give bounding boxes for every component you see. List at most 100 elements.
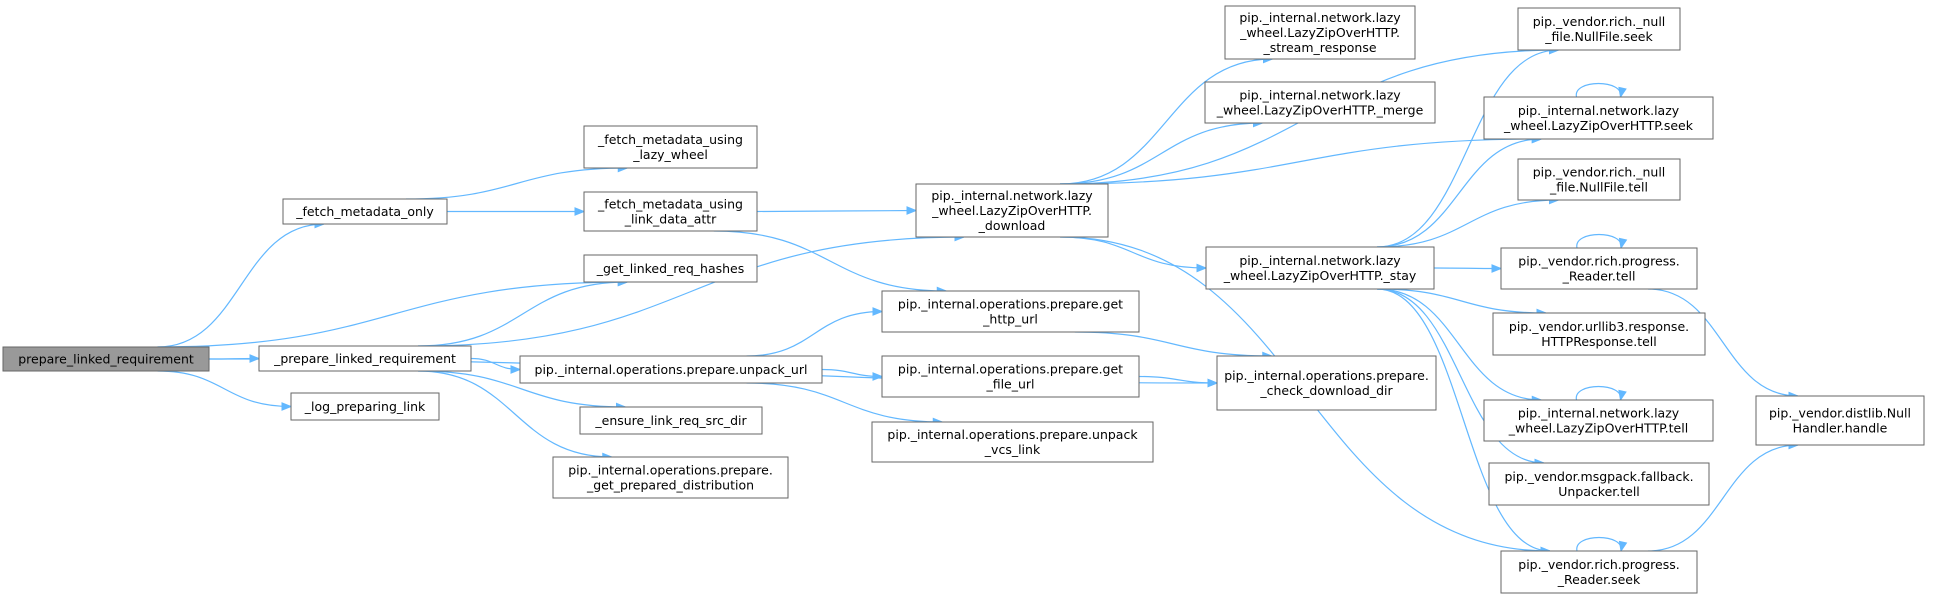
node-fetch-metadata-using-link-data-attr[interactable]: _fetch_metadata_using_link_data_attr [583,191,758,232]
edge-lazy-stay-to-progress-reader-tell [1433,264,1503,273]
node-box [1755,395,1925,446]
node-label: pip._internal.operations.prepare. [568,463,773,478]
node-get-prepared-distribution[interactable]: pip._internal.operations.prepare._get_pr… [552,456,789,499]
node-box [915,183,1109,238]
node-lazy-merge[interactable]: pip._internal.network.lazy_wheel.LazyZip… [1204,81,1436,124]
node-progress-reader-seek[interactable]: pip._vendor.rich.progress._Reader.seek [1500,550,1698,594]
node-fetch-metadata-only[interactable]: _fetch_metadata_only [282,198,448,225]
node-label: _stream_response [1262,40,1376,55]
node-box [282,198,448,225]
node-label: Unpacker.tell [1558,484,1640,499]
node-prepare-linked-requirement-private[interactable]: _prepare_linked_requirement [258,345,472,372]
node-label: _fetch_metadata_using [597,132,743,147]
node-progress-reader-tell[interactable]: pip._vendor.rich.progress._Reader.tell [1500,247,1698,290]
node-box [881,290,1140,333]
node-null-file-seek[interactable]: pip._vendor.rich._null_file.NullFile.see… [1517,7,1681,51]
node-box [1204,81,1436,124]
node-box [579,406,763,435]
node-null-file-tell[interactable]: pip._vendor.rich._null_file.NullFile.tel… [1517,158,1681,201]
node-prepare-get-http-url[interactable]: pip._internal.operations.prepare.get_htt… [881,290,1140,333]
edge-fetch-metadata-only-to-fetch-metadata-using-link-data-attr [447,207,586,216]
node-prepare-linked-requirement[interactable]: prepare_linked_requirement [2,346,210,372]
node-label: _wheel.LazyZipOverHTTP.tell [1508,421,1688,436]
node-box [1224,5,1416,60]
node-label: pip._vendor.urllib3.response. [1509,319,1689,334]
node-label: _vcs_link [984,442,1041,457]
edge-prepare-linked-requirement-private-to-prepare-unpack-url [470,357,522,374]
node-label: _fetch_metadata_only [295,204,434,219]
edge-prepare-get-http-url-to-check-download-dir [1074,331,1274,361]
edge-progress-reader-tell-to-progress-reader-tell [1576,233,1628,250]
node-prepare-get-file-url[interactable]: pip._internal.operations.prepare.get_fil… [881,355,1140,398]
node-box [1492,312,1706,356]
node-label: _lazy_wheel [632,147,708,162]
node-box [583,254,758,283]
node-box [1488,462,1710,506]
node-lazy-download[interactable]: pip._internal.network.lazy_wheel.LazyZip… [915,183,1109,238]
node-label: Handler.handle [1793,421,1888,436]
node-box [552,456,789,499]
node-label: prepare_linked_requirement [18,352,194,367]
node-label: _wheel.LazyZipOverHTTP.seek [1503,118,1694,133]
node-label: pip._vendor.rich.progress. [1518,254,1679,269]
edge-lazy-download-to-lazy-merge [1059,118,1264,185]
node-msgpack-unpacker-tell[interactable]: pip._vendor.msgpack.fallback.Unpacker.te… [1488,462,1710,506]
node-label: _file.NullFile.seek [1544,29,1653,44]
node-prepare-unpack-vcs-link[interactable]: pip._internal.operations.prepare.unpack_… [871,421,1154,463]
node-label: _get_linked_req_hashes [596,261,745,276]
node-label: pip._internal.network.lazy [1239,10,1401,25]
node-box [583,125,758,169]
node-label: pip._internal.operations.prepare.get [898,362,1123,377]
node-box [871,421,1154,463]
node-box [1483,399,1714,442]
node-label: _wheel.LazyZipOverHTTP. [1239,25,1400,40]
node-box [290,392,440,421]
node-box [1483,96,1714,140]
edge-prepare-get-file-url-to-check-download-dir [1138,375,1219,388]
nodes-layer: prepare_linked_requirement _fetch_metadat… [2,5,1925,594]
node-label: pip._internal.network.lazy [1518,406,1680,421]
node-urllib3-response-tell[interactable]: pip._vendor.urllib3.response.HTTPRespons… [1492,312,1706,356]
node-label: pip._internal.network.lazy [931,188,1093,203]
edge-lazy-download-to-lazy-seek [1059,134,1543,185]
edge-progress-reader-seek-to-progress-reader-seek [1576,536,1628,553]
node-label: _file_url [985,377,1034,392]
edge-fetch-metadata-using-link-data-attr-to-lazy-download [756,206,918,215]
node-label: pip._vendor.distlib.Null [1769,406,1911,421]
node-fetch-metadata-using-lazy-wheel[interactable]: _fetch_metadata_using_lazy_wheel [583,125,758,169]
node-check-download-dir[interactable]: pip._internal.operations.prepare._check_… [1216,355,1437,411]
node-label: _http_url [982,312,1038,327]
edge-prepare-unpack-url-to-prepare-get-file-url [821,368,884,381]
edge-prepare-unpack-url-to-prepare-get-http-url [746,307,884,357]
edge-lazy-tell-to-lazy-tell [1575,385,1627,402]
node-log-preparing-link[interactable]: _log_preparing_link [290,392,440,421]
node-box [583,191,758,232]
node-ensure-link-req-src-dir[interactable]: _ensure_link_req_src_dir [579,406,763,435]
node-box [1500,247,1698,290]
node-label: pip._vendor.rich.progress. [1518,557,1679,572]
node-lazy-seek[interactable]: pip._internal.network.lazy_wheel.LazyZip… [1483,96,1714,140]
edge-prepare-linked-requirement-to-log-preparing-link [157,370,293,411]
node-label: pip._vendor.rich._null [1533,165,1666,180]
node-label: _link_data_attr [624,212,717,227]
node-lazy-stream-response[interactable]: pip._internal.network.lazy_wheel.LazyZip… [1224,5,1416,60]
node-label: _Reader.seek [1557,572,1641,587]
node-box [881,355,1140,398]
node-box [1500,550,1698,594]
node-lazy-stay[interactable]: pip._internal.network.lazy_wheel.LazyZip… [1205,246,1435,290]
node-label: _prepare_linked_requirement [273,351,456,366]
edge-prepare-linked-requirement-to-get-linked-req-hashes [157,277,629,348]
node-box [1517,158,1681,201]
node-lazy-tell[interactable]: pip._internal.network.lazy_wheel.LazyZip… [1483,399,1714,442]
node-label: pip._internal.network.lazy [1518,103,1680,118]
node-label: pip._internal.network.lazy [1239,253,1401,268]
node-label: _wheel.LazyZipOverHTTP._stay [1223,268,1417,283]
node-get-linked-req-hashes[interactable]: _get_linked_req_hashes [583,254,758,283]
edge-prepare-linked-requirement-to-fetch-metadata-only [157,219,326,348]
node-label: _wheel.LazyZipOverHTTP. [931,203,1092,218]
node-prepare-unpack-url[interactable]: pip._internal.operations.prepare.unpack_… [519,355,823,384]
node-box [2,346,210,372]
node-label: _wheel.LazyZipOverHTTP._merge [1216,103,1424,118]
